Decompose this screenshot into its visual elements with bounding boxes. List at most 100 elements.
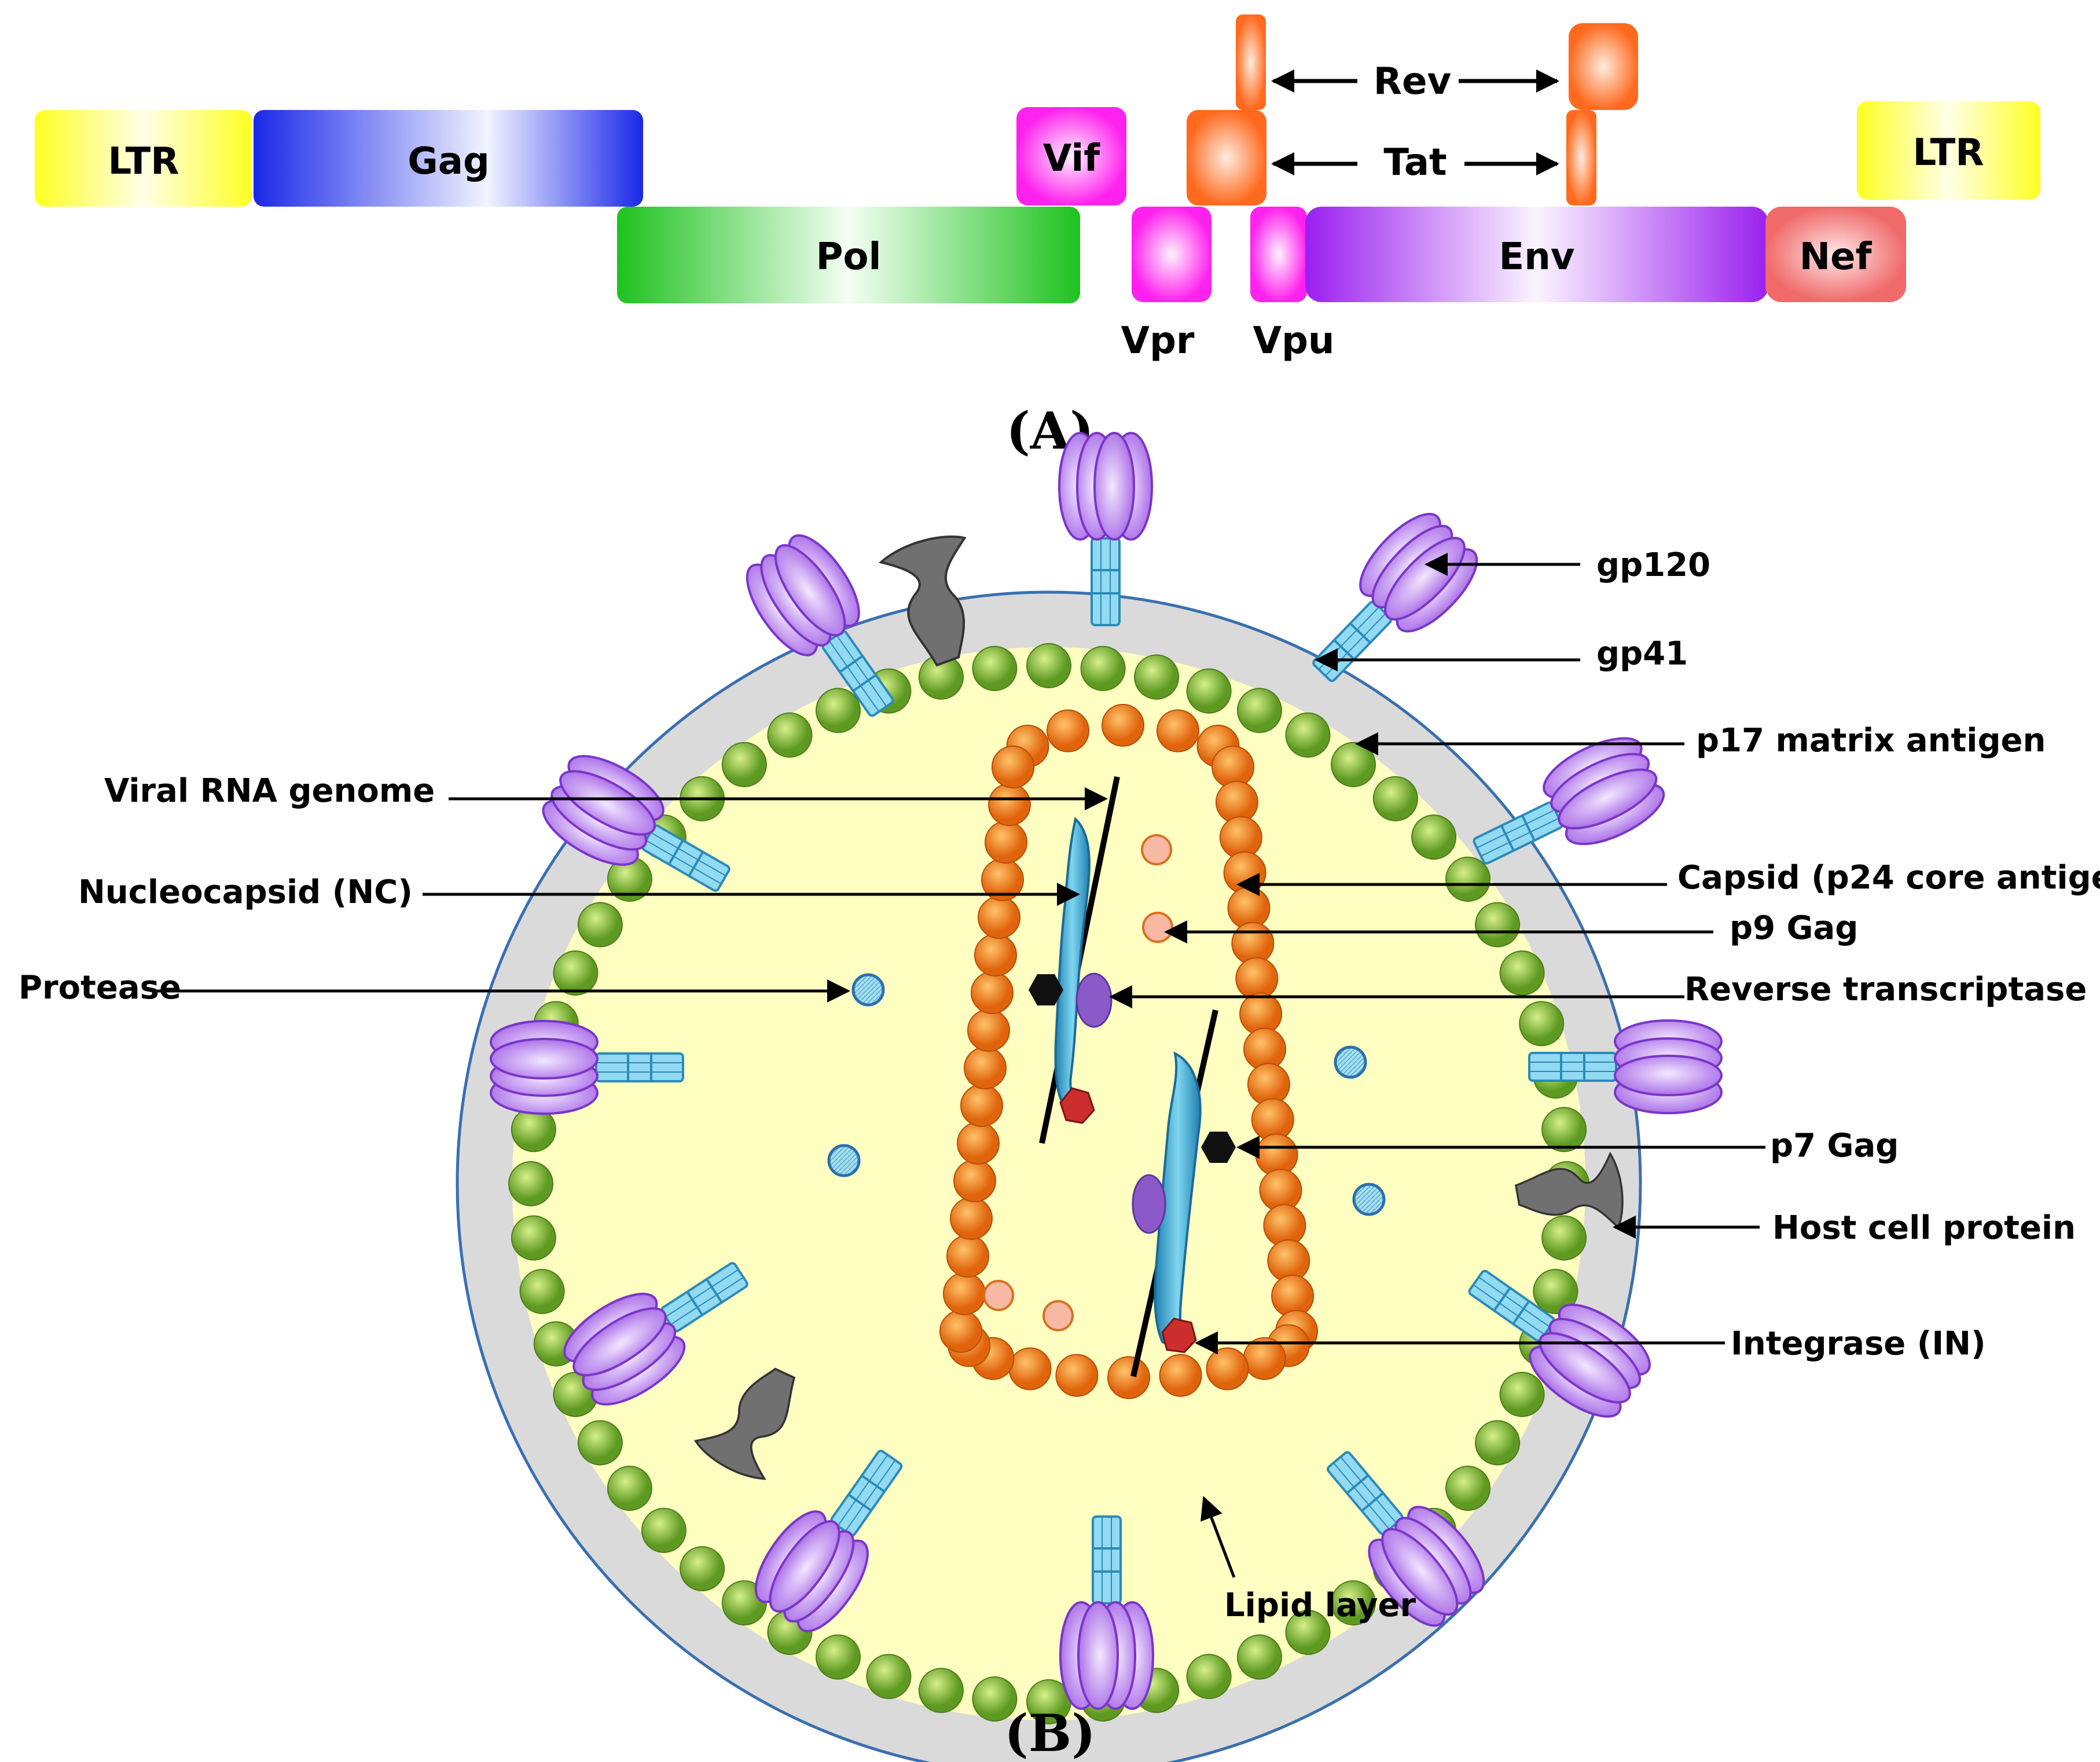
matrix-bead bbox=[1285, 712, 1331, 758]
gene-tat: Tat bbox=[1187, 110, 1596, 205]
callout-arrows bbox=[153, 553, 1765, 1578]
label-integrase: Integrase (IN) bbox=[1731, 1325, 1986, 1363]
matrix-bead bbox=[1237, 688, 1282, 733]
capsid-bead bbox=[946, 1235, 989, 1278]
capsid-bead bbox=[992, 746, 1034, 788]
genome-map: LTR Gag Pol Vif Vpr Vpu Env Nef bbox=[35, 14, 2040, 461]
capsid-bead bbox=[1102, 704, 1144, 747]
matrix-bead bbox=[1475, 1420, 1521, 1466]
gene-label-rev: Rev bbox=[1374, 60, 1451, 103]
matrix-bead bbox=[1519, 1001, 1565, 1047]
capsid-bead bbox=[960, 1084, 1003, 1127]
label-nucleocapsid: Nucleocapsid (NC) bbox=[78, 873, 413, 911]
capsid-bead bbox=[971, 971, 1014, 1014]
gene-label-ltr-3prime: LTR bbox=[1912, 131, 1984, 174]
label-viral-rna: Viral RNA genome bbox=[104, 772, 435, 810]
matrix-bead bbox=[1411, 814, 1457, 860]
matrix-bead bbox=[1372, 776, 1418, 821]
matrix-bead bbox=[721, 741, 767, 787]
gene-pol: Pol bbox=[617, 207, 1080, 303]
virion: gp120 gp41 p17 matrix antigen Viral RNA … bbox=[19, 432, 2100, 1762]
label-protease: Protease bbox=[19, 969, 181, 1007]
capsid-bead bbox=[1107, 1356, 1150, 1399]
capsid-bead bbox=[964, 1047, 1007, 1089]
matrix-bead bbox=[767, 712, 813, 758]
matrix-bead bbox=[577, 1420, 623, 1466]
matrix-bead bbox=[553, 950, 599, 996]
arrow-lipid bbox=[1200, 1496, 1236, 1578]
gene-label-gag: Gag bbox=[407, 140, 490, 183]
matrix-bead bbox=[1445, 1466, 1491, 1511]
capsid-bead bbox=[988, 783, 1031, 826]
matrix-bead bbox=[1331, 1580, 1376, 1626]
label-lipid: Lipid layer bbox=[1224, 1587, 1416, 1624]
matrix-bead bbox=[866, 1654, 912, 1699]
integrase-particles bbox=[1059, 1087, 1197, 1353]
matrix-bead bbox=[577, 902, 623, 948]
capsid-bead bbox=[1206, 1347, 1249, 1390]
matrix-bead bbox=[1186, 668, 1232, 714]
capsid-bead bbox=[950, 1197, 993, 1240]
panel-b-label: (B) bbox=[1004, 1703, 1096, 1762]
label-gp120: gp120 bbox=[1596, 546, 1710, 584]
virion-labels: gp120 gp41 p17 matrix antigen Viral RNA … bbox=[19, 546, 2100, 1624]
label-p9: p9 Gag bbox=[1730, 909, 1858, 947]
matrix-bead bbox=[918, 1668, 964, 1713]
capsid-bead bbox=[974, 934, 1017, 977]
gene-gag: Gag bbox=[254, 110, 643, 207]
gene-ltr-5prime: LTR bbox=[35, 110, 252, 207]
capsid-bead bbox=[1055, 1354, 1099, 1397]
gene-label-vpr: Vpr bbox=[1121, 320, 1195, 362]
matrix-bead bbox=[1541, 1215, 1587, 1261]
matrix-bead bbox=[607, 1466, 652, 1511]
gene-rev: Rev bbox=[1236, 14, 1638, 110]
matrix-bead bbox=[1475, 902, 1521, 948]
protease-particles bbox=[827, 973, 1386, 1216]
gene-label-vif: Vif bbox=[1043, 137, 1100, 180]
matrix-bead bbox=[1186, 1654, 1232, 1699]
label-gp41: gp41 bbox=[1596, 635, 1688, 673]
reverse-transcriptase-particles bbox=[1075, 972, 1166, 1234]
viral-rna-genome bbox=[1039, 776, 1218, 1378]
capsid-bead bbox=[1159, 1354, 1202, 1397]
matrix-bead bbox=[1285, 1610, 1331, 1655]
capsid-bead bbox=[1047, 709, 1089, 752]
matrix-bead bbox=[1134, 654, 1180, 700]
gene-label-env: Env bbox=[1499, 236, 1575, 278]
matrix-bead bbox=[1080, 645, 1126, 691]
matrix-bead bbox=[816, 1634, 861, 1680]
matrix-bead bbox=[519, 1269, 565, 1315]
capsid-bead bbox=[1157, 709, 1199, 752]
matrix-bead bbox=[508, 1161, 553, 1206]
label-host-protein: Host cell protein bbox=[1772, 1209, 2076, 1247]
matrix-bead bbox=[1541, 1107, 1587, 1152]
matrix-bead bbox=[1499, 950, 1545, 996]
matrix-bead bbox=[511, 1215, 556, 1261]
capsid-bead bbox=[985, 821, 1027, 864]
matrix-bead bbox=[816, 688, 861, 733]
matrix-bead bbox=[1533, 1269, 1578, 1315]
matrix-bead bbox=[641, 1507, 686, 1553]
label-p17: p17 matrix antigen bbox=[1696, 722, 2046, 759]
label-p7: p7 Gag bbox=[1770, 1127, 1899, 1165]
capsid-bead bbox=[967, 1009, 1010, 1052]
gene-ltr-3prime: LTR bbox=[1857, 101, 2040, 200]
gene-label-nef: Nef bbox=[1800, 236, 1873, 278]
capsid-bead bbox=[978, 896, 1020, 939]
matrix-bead bbox=[1499, 1372, 1545, 1417]
gene-nef: Nef bbox=[1765, 207, 1906, 302]
matrix-bead bbox=[1445, 856, 1491, 902]
capsid-bead bbox=[957, 1122, 1000, 1165]
gene-label-tat: Tat bbox=[1383, 141, 1446, 184]
matrix-bead bbox=[1331, 741, 1376, 787]
capsid-bead bbox=[939, 1310, 982, 1353]
capsid-p24 bbox=[939, 704, 1318, 1399]
label-capsid: Capsid (p24 core antigen) bbox=[1677, 859, 2100, 897]
gene-vif: Vif bbox=[1016, 107, 1126, 205]
virion-interior bbox=[512, 647, 1585, 1720]
gene-vpr: Vpr bbox=[1121, 207, 1211, 362]
gene-label-vpu: Vpu bbox=[1253, 320, 1335, 362]
matrix-bead bbox=[1026, 643, 1071, 688]
matrix-bead bbox=[972, 645, 1018, 691]
